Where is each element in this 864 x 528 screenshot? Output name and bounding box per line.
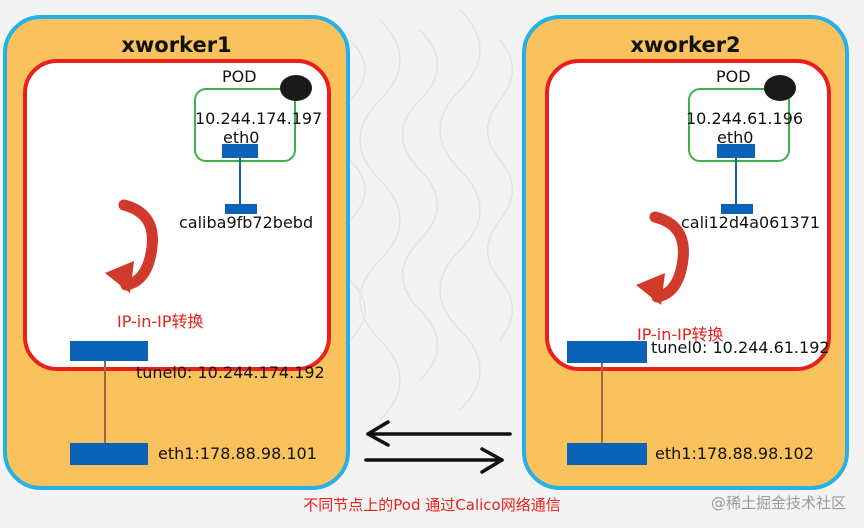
bidirectional-arrow-icon [364,420,512,474]
pod-box [688,88,790,162]
node-title: xworker2 [630,33,741,57]
veth-port [721,204,753,214]
eth1-label: eth1:178.88.98.102 [655,444,814,463]
eth1-label: eth1:178.88.98.101 [158,444,317,463]
node-inner-network: POD 10.244.174.197 eth0 caliba9fb72bebd … [23,59,331,382]
tunnel-link [601,363,603,443]
diagram-caption: 不同节点上的Pod 通过Calico网络通信 [303,496,561,514]
pod-interface: eth0 [223,128,260,147]
pod-label: POD [716,67,751,86]
pod-ip: 10.244.61.196 [686,109,804,128]
veth-name: caliba9fb72bebd [179,213,314,232]
tunnel-port [567,341,647,363]
veth-name: cali12d4a061371 [681,213,821,232]
ipip-label: IP-in-IP转换 [637,325,724,344]
tunnel-link [104,361,106,443]
tunnel-port [70,341,148,361]
node-title: xworker1 [121,33,232,57]
node-inner-network: POD 10.244.61.196 eth0 cali12d4a061371 I… [545,59,831,371]
watermark: @稀土掘金技术社区 [710,494,846,512]
eth0-port [717,144,755,158]
pod-ip: 10.244.174.197 [195,109,323,128]
tunnel-label: tunel0: 10.244.61.192 [651,338,830,357]
tunnel-label: tunel0: 10.244.174.192 [136,363,325,382]
veth-link [735,158,737,204]
veth-port [225,204,257,214]
eth1-port [70,443,148,465]
node-xworker2: xworker2 POD 10.244.61.196 eth0 cali12d4… [522,15,849,490]
pod-box [194,88,296,162]
veth-link [239,158,241,204]
pod-interface: eth0 [717,128,754,147]
eth1-port [567,443,647,465]
pod-icon [764,75,796,101]
ipip-loop-icon [636,211,689,305]
ipip-label: IP-in-IP转换 [117,312,204,331]
ipip-loop-icon [105,199,158,293]
pod-label: POD [222,67,257,86]
eth0-port [222,144,258,158]
node-xworker1: xworker1 POD 10.244.174.197 eth0 caliba9… [3,15,350,490]
pod-icon [280,75,312,101]
